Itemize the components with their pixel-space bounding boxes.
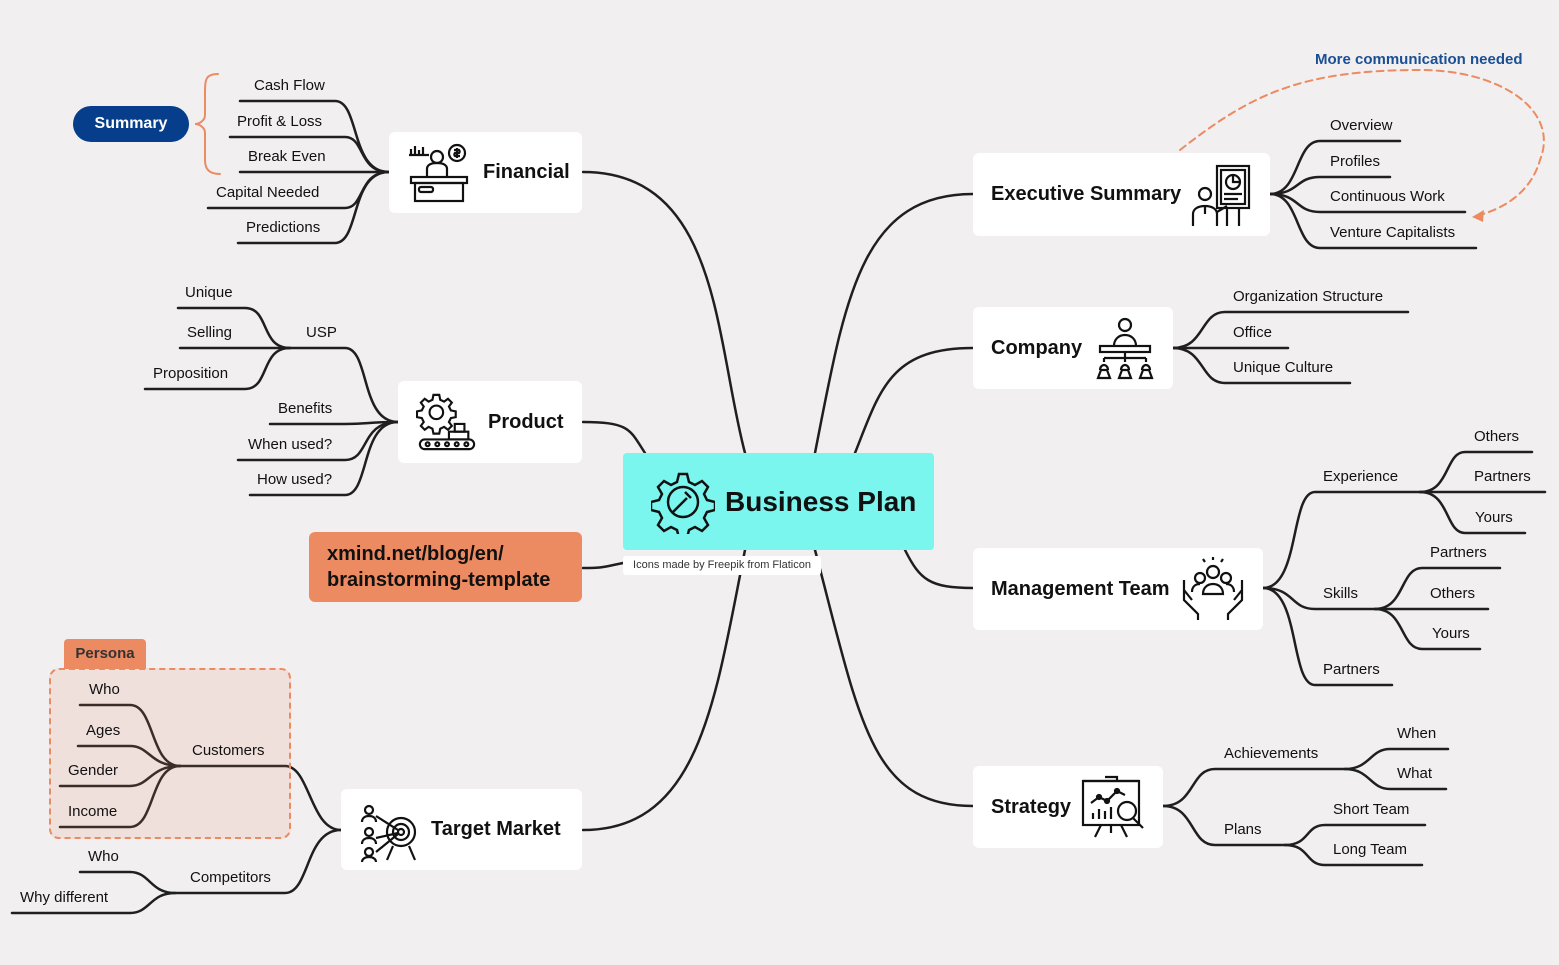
company-item-organization-structure[interactable]: Organization Structure: [1233, 288, 1384, 305]
company-leaf-lines: [1171, 310, 1410, 385]
relationship-arrow: [1179, 68, 1545, 217]
topic-strategy-label: Strategy: [991, 795, 1072, 818]
persona-boundary: [49, 668, 291, 839]
product-leaf-lines: [143, 306, 400, 497]
topic-strategy[interactable]: Strategy: [973, 766, 1163, 848]
experience-item-partners[interactable]: Partners: [1474, 468, 1531, 485]
target-market-leaf-lines: [10, 703, 343, 915]
connector-financial: [581, 170, 747, 455]
central-topic-label: Business Plan: [725, 485, 917, 517]
url-line-1: xmind.net/blog/en/: [327, 543, 504, 565]
financial-item-cash-flow[interactable]: Cash Flow: [254, 77, 325, 94]
topic-financial-label: Financial: [483, 161, 570, 183]
connector-management-team: [903, 548, 975, 590]
company-item-unique-culture[interactable]: Unique Culture: [1233, 359, 1334, 376]
topic-company[interactable]: Company: [973, 307, 1173, 389]
strategy-board-icon: [1081, 775, 1144, 838]
target-people-icon: [360, 804, 417, 862]
gear-wrench-icon: [651, 472, 715, 534]
strategy-achievements[interactable]: Achievements: [1224, 745, 1319, 762]
competitors-item-who[interactable]: Who: [88, 848, 119, 865]
plans-item-short-team[interactable]: Short Team: [1333, 801, 1410, 818]
topic-management-team-label: Management Team: [991, 577, 1170, 600]
org-chart-icon: [1096, 317, 1154, 380]
persona-label[interactable]: Persona: [64, 639, 146, 669]
executive-summary-leaf-lines: [1268, 139, 1478, 250]
topic-management-team[interactable]: Management Team: [973, 548, 1263, 630]
summary-bracket: [194, 73, 221, 175]
connector-target-market: [581, 548, 747, 832]
financial-item-break-even[interactable]: Break Even: [248, 148, 326, 165]
experience-item-yours[interactable]: Yours: [1475, 509, 1513, 526]
exec-item-overview[interactable]: Overview: [1330, 117, 1393, 134]
management-team-leaf-lines: [1261, 450, 1547, 687]
topic-company-label: Company: [991, 336, 1083, 359]
product-usp[interactable]: USP: [306, 324, 337, 341]
connector-product: [581, 420, 647, 455]
strategy-plans[interactable]: Plans: [1224, 821, 1262, 838]
url-topic[interactable]: xmind.net/blog/en/ brainstorming-templat…: [309, 532, 582, 602]
management-experience[interactable]: Experience: [1323, 468, 1399, 485]
product-item-when-used[interactable]: When used?: [248, 436, 333, 453]
skills-item-yours[interactable]: Yours: [1432, 625, 1470, 642]
financial-item-predictions[interactable]: Predictions: [246, 219, 321, 236]
strategy-leaf-lines: [1161, 747, 1450, 867]
customers-item-income[interactable]: Income: [68, 803, 118, 820]
team-hands-icon: [1182, 557, 1243, 620]
topic-executive-summary[interactable]: Executive Summary: [973, 153, 1270, 236]
skills-item-partners[interactable]: Partners: [1430, 544, 1487, 561]
target-competitors[interactable]: Competitors: [190, 869, 271, 886]
topic-product[interactable]: Product: [398, 381, 582, 463]
achievements-item-when[interactable]: When: [1397, 725, 1437, 742]
skills-item-others[interactable]: Others: [1430, 585, 1476, 602]
usp-item-proposition[interactable]: Proposition: [153, 365, 229, 382]
relationship-arrowhead: [1472, 210, 1484, 222]
topic-product-label: Product: [488, 410, 564, 433]
topic-financial[interactable]: Financial: [389, 132, 582, 213]
exec-item-venture-capitalists[interactable]: Venture Capitalists: [1330, 224, 1456, 241]
customers-item-ages[interactable]: Ages: [86, 722, 121, 739]
financial-item-capital-needed[interactable]: Capital Needed: [216, 184, 320, 201]
achievements-item-what[interactable]: What: [1397, 765, 1433, 782]
target-customers[interactable]: Customers: [192, 742, 265, 759]
exec-item-profiles[interactable]: Profiles: [1330, 153, 1381, 170]
product-item-benefits[interactable]: Benefits: [278, 400, 333, 417]
financial-item-profit-loss[interactable]: Profit & Loss: [237, 113, 323, 130]
topic-executive-summary-label: Executive Summary: [991, 183, 1182, 205]
experience-item-others[interactable]: Others: [1474, 428, 1520, 445]
management-skills[interactable]: Skills: [1323, 585, 1359, 602]
connector-executive-summary: [813, 192, 975, 455]
summary-label[interactable]: Summary: [73, 106, 189, 142]
company-item-office[interactable]: Office: [1233, 324, 1272, 341]
exec-item-continuous-work[interactable]: Continuous Work: [1330, 188, 1445, 205]
relationship-note[interactable]: More communication needed: [1315, 51, 1523, 68]
customers-item-gender[interactable]: Gender: [68, 762, 119, 779]
topic-target-market[interactable]: Target Market: [341, 789, 582, 870]
connector-company: [853, 346, 975, 455]
connector-strategy: [813, 548, 975, 808]
financial-leaf-lines: [206, 99, 391, 245]
product-item-how-used[interactable]: How used?: [257, 471, 333, 488]
topic-target-market-label: Target Market: [431, 818, 561, 840]
connector-url: [581, 561, 625, 570]
url-line-2: brainstorming-template: [327, 569, 551, 591]
gear-conveyor-icon: [416, 393, 476, 451]
management-partners[interactable]: Partners: [1323, 661, 1380, 678]
desk-finance-icon: [409, 143, 469, 202]
usp-item-unique[interactable]: Unique: [185, 284, 233, 301]
presenter-chart-icon: [1192, 164, 1251, 226]
customers-item-who[interactable]: Who: [89, 681, 120, 698]
competitors-item-why-different[interactable]: Why different: [20, 889, 109, 906]
central-topic[interactable]: Business Plan: [623, 453, 934, 550]
usp-item-selling[interactable]: Selling: [187, 324, 233, 341]
icon-credit: Icons made by Freepik from Flaticon: [623, 556, 821, 575]
plans-item-long-team[interactable]: Long Team: [1333, 841, 1407, 858]
